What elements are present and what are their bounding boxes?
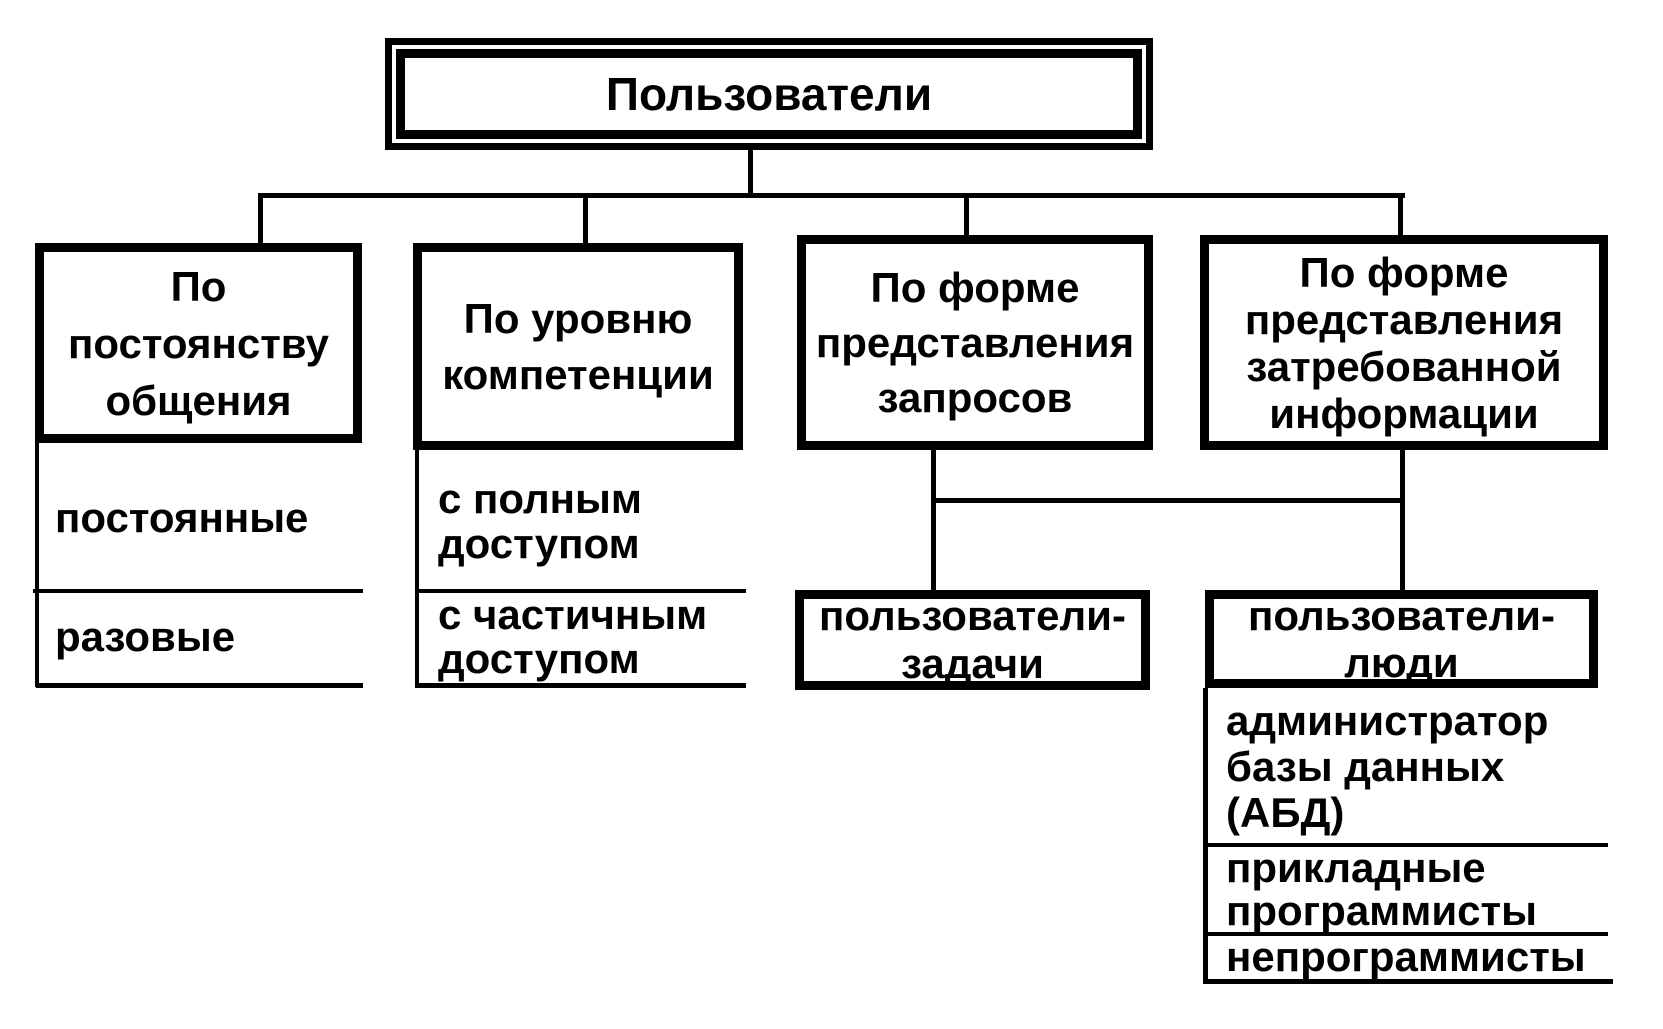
node-users-root: Пользователи: [385, 38, 1153, 150]
branch-query-presentation-form: По форме представления запросов: [797, 235, 1153, 450]
leaf-partial-access-label: с частичным доступом: [438, 591, 708, 682]
node-user-tasks: пользователи- задачи: [795, 590, 1150, 690]
leaf-full-access-label: с полным доступом: [438, 474, 642, 567]
divider-competence-row-2: [415, 683, 746, 688]
branch-constancy-label: По постоянству общения: [68, 262, 329, 424]
divider-competence-row-1: [415, 589, 746, 593]
divider-constancy-row-2: [36, 683, 363, 688]
branch-requested-info-form: По форме представления затребованной инф…: [1200, 235, 1608, 450]
leaf-permanent-users: постоянные: [55, 447, 355, 589]
connector-drop-branch-4: [1398, 195, 1403, 240]
divider-constancy-row-1: [33, 589, 363, 593]
divider-people-row-1: [1203, 843, 1608, 847]
branch-info-form-label: По форме представления затребованной инф…: [1244, 248, 1564, 437]
branch-constancy-of-communication: По постоянству общения: [35, 243, 362, 443]
divider-people-row-2: [1203, 932, 1608, 936]
leaf-permanent-users-label: постоянные: [55, 494, 309, 541]
leaf-application-programmers-label: прикладные программисты: [1226, 844, 1537, 934]
leaf-application-programmers: прикладные программисты: [1226, 844, 1601, 934]
connector-drop-branch-1: [258, 195, 263, 247]
node-user-people: пользователи- люди: [1205, 590, 1598, 688]
root-label: Пользователи: [605, 68, 933, 120]
connector-mid-rail: [931, 498, 1405, 503]
divider-people-row-3: [1207, 979, 1613, 984]
leaf-non-programmers: непрограммисты: [1226, 934, 1611, 979]
branch-query-form-label: По форме представления запросов: [815, 264, 1135, 421]
leaf-non-programmers-label: непрограммисты: [1226, 933, 1586, 980]
node-user-people-label: пользователи- люди: [1247, 592, 1555, 686]
node-users-root-inner: Пользователи: [396, 49, 1142, 139]
connector-drop-branch-2: [583, 195, 588, 247]
rail-competence-list: [415, 450, 419, 687]
leaf-partial-access: с частичным доступом: [438, 592, 748, 682]
node-user-tasks-label: пользователи- задачи: [818, 592, 1126, 687]
branch-competence-label: По уровню компетенции: [442, 294, 714, 398]
connector-drop-user-tasks: [931, 446, 936, 594]
connector-drop-branch-3: [964, 195, 969, 240]
leaf-one-time-users-label: разовые: [55, 613, 236, 660]
rail-constancy-list: [35, 443, 39, 687]
leaf-database-administrator-label: администратор базы данных (АБД): [1226, 697, 1549, 836]
leaf-full-access: с полным доступом: [438, 452, 743, 589]
connector-root-drop: [748, 146, 753, 198]
rail-people-list: [1203, 688, 1208, 984]
leaf-one-time-users: разовые: [55, 593, 355, 681]
branch-competence-level: По уровню компетенции: [413, 243, 743, 450]
connector-drop-user-people: [1400, 446, 1405, 594]
connector-top-rail: [258, 193, 1405, 198]
leaf-database-administrator: администратор базы данных (АБД): [1226, 692, 1601, 842]
